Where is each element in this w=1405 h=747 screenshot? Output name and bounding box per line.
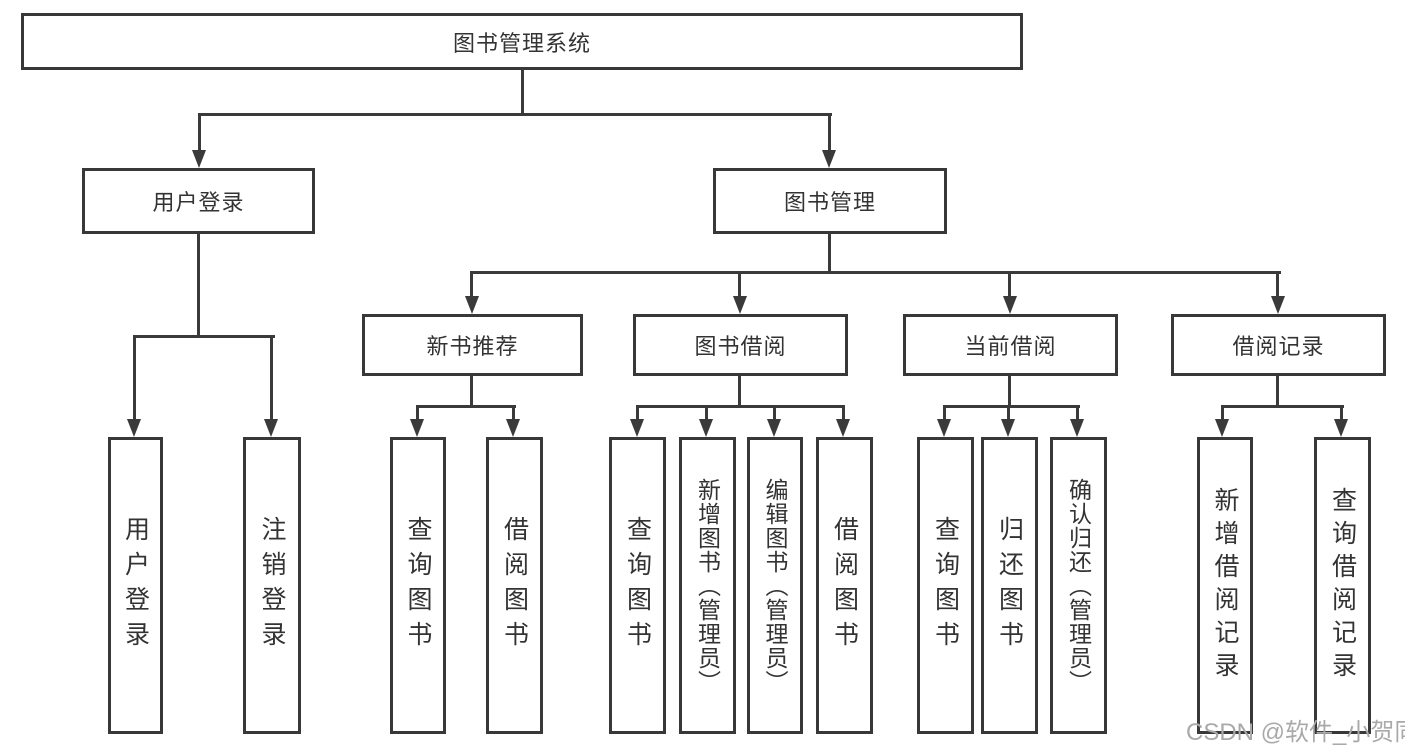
leaf-borrow-books-borrowing: 借阅图书 <box>816 437 873 734</box>
edge-drop-book-borrow <box>738 271 741 298</box>
edge-drop-leaf <box>842 405 845 421</box>
arrowhead-leaf-icon <box>836 419 850 437</box>
leaf-add-books-admin: 新增图书（管理员） <box>679 437 736 734</box>
node-book-borrowing: 图书借阅 <box>633 314 848 376</box>
edge-book-borrow-stem <box>738 376 741 408</box>
arrowhead-borrow-records-icon <box>1271 296 1285 314</box>
edge-drop-leaf <box>705 405 708 421</box>
leaf-search-books-recommend: 查询图书 <box>390 437 446 734</box>
edge-book-mgmt-stem <box>828 233 831 274</box>
csdn-watermark: CSDN @软件_小贺同学 <box>1186 719 1405 746</box>
edge-drop-leaf <box>416 405 419 421</box>
edge-drop-leaf <box>943 405 946 421</box>
leaf-search-books-borrowing: 查询图书 <box>609 437 666 734</box>
arrowhead-new-books-icon <box>465 296 479 314</box>
arrowhead-leaf-icon <box>699 419 713 437</box>
arrowhead-leaf-icon <box>937 419 951 437</box>
edge-current-borrow-hline <box>943 405 1080 408</box>
edge-drop-new-books <box>470 271 473 298</box>
arrowhead-book-borrow-icon <box>733 296 747 314</box>
leaf-user-login: 用户登录 <box>108 437 163 734</box>
leaf-search-books-current: 查询图书 <box>917 437 974 734</box>
leaf-return-books: 归还图书 <box>981 437 1038 734</box>
edge-drop-login <box>133 335 136 421</box>
edge-user-login-stem <box>197 233 200 338</box>
edge-drop-borrow-records <box>1276 271 1279 298</box>
leaf-search-borrow-record: 查询借阅记录 <box>1314 437 1371 734</box>
node-user-login: 用户登录 <box>82 168 315 234</box>
arrowhead-leaf-icon <box>1334 419 1348 437</box>
edge-new-books-hline <box>416 405 516 408</box>
arrowhead-leaf-icon <box>1001 419 1015 437</box>
node-current-borrowing: 当前借阅 <box>903 314 1118 376</box>
arrowhead-book-mgmt-icon <box>822 150 836 168</box>
edge-root-hline <box>198 113 832 116</box>
node-borrowing-records: 借阅记录 <box>1171 314 1386 376</box>
arrowhead-login-icon <box>127 419 141 437</box>
arrowhead-leaf-icon <box>767 419 781 437</box>
edge-user-login-hline <box>133 335 275 338</box>
leaf-add-borrow-record: 新增借阅记录 <box>1197 437 1253 734</box>
leaf-logout: 注销登录 <box>243 437 301 734</box>
edge-book-borrow-hline <box>636 405 845 408</box>
edge-new-books-stem <box>470 376 473 408</box>
arrowhead-logout-icon <box>264 419 278 437</box>
edge-borrow-records-hline <box>1221 405 1344 408</box>
edge-current-borrow-stem <box>1008 376 1011 408</box>
node-new-book-recommend: 新书推荐 <box>362 314 583 376</box>
leaf-borrow-books-recommend: 借阅图书 <box>486 437 543 734</box>
arrowhead-leaf-icon <box>1215 419 1229 437</box>
edge-drop-leaf <box>512 405 515 421</box>
arrowhead-current-borrow-icon <box>1003 296 1017 314</box>
edge-borrow-records-stem <box>1276 376 1279 408</box>
edge-book-mgmt-hline <box>470 271 1281 274</box>
arrowhead-leaf-icon <box>630 419 644 437</box>
edge-drop-leaf <box>636 405 639 421</box>
arrowhead-user-login-icon <box>192 150 206 168</box>
node-book-management: 图书管理 <box>713 168 947 234</box>
edge-drop-leaf <box>1221 405 1224 421</box>
edge-drop-leaf <box>1076 405 1079 421</box>
leaf-confirm-return-admin: 确认归还（管理员） <box>1050 437 1107 734</box>
edge-drop-leaf <box>1340 405 1343 421</box>
arrowhead-leaf-icon <box>1070 419 1084 437</box>
edge-drop-leaf <box>773 405 776 421</box>
edge-drop-book-mgmt <box>828 113 831 152</box>
arrowhead-leaf-icon <box>506 419 520 437</box>
arrowhead-leaf-icon <box>410 419 424 437</box>
edge-root-stem <box>521 69 524 115</box>
edge-drop-user-login <box>198 113 201 152</box>
node-root-library-system: 图书管理系统 <box>21 13 1023 70</box>
edge-drop-leaf <box>1007 405 1010 421</box>
leaf-edit-books-admin: 编辑图书（管理员） <box>747 437 803 734</box>
edge-drop-current-borrow <box>1008 271 1011 298</box>
edge-drop-logout <box>270 335 273 421</box>
